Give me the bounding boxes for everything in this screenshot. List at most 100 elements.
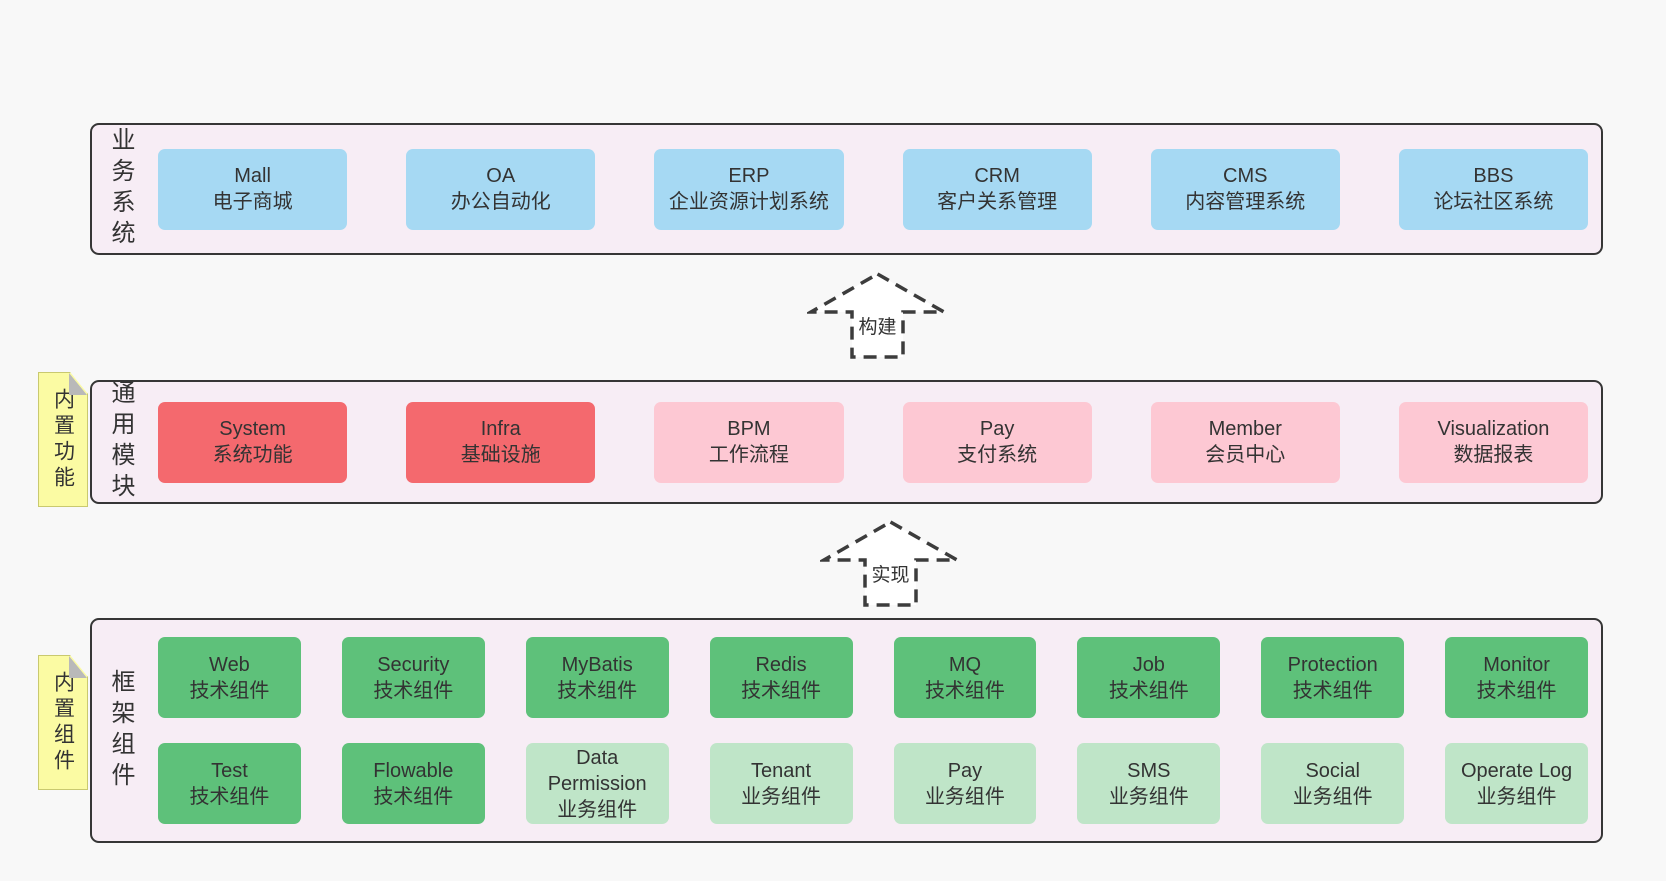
box-name: Test [211, 759, 248, 782]
box-name: MQ [948, 653, 982, 676]
box-pay: Pay 业务组件 [893, 743, 1037, 824]
box-name: Visualization [1437, 418, 1550, 440]
box-name: Pay [947, 759, 983, 782]
box-mybatis: MyBatis 技术组件 [525, 637, 669, 718]
box-monitor: Monitor 技术组件 [1445, 637, 1588, 718]
box-bbs: BBS 论坛社区系统 [1398, 148, 1589, 230]
box-mq: MQ 技术组件 [893, 637, 1037, 718]
box-pay: Pay 支付系统 [902, 401, 1092, 483]
box-bpm: BPM 工作流程 [654, 401, 844, 483]
box-desc: 业务组件 [557, 798, 638, 821]
box-name: Redis [755, 653, 807, 676]
box-desc: 技术组件 [189, 785, 270, 808]
box-protection: Protection 技术组件 [1261, 637, 1405, 718]
box-desc: 技术组件 [1292, 679, 1373, 702]
box-desc: 技术组件 [924, 679, 1005, 702]
box-desc: 技术组件 [741, 679, 822, 702]
box-desc: 内容管理系统 [1185, 191, 1306, 213]
box-name: Infra [480, 418, 521, 440]
box-name: Tenant [751, 759, 812, 782]
box-redis: Redis 技术组件 [709, 637, 853, 718]
sticky-note-builtin-components: 内置组件 [38, 655, 88, 790]
box-mall: Mall 电子商城 [158, 148, 348, 230]
layer-label-framework-components: 框架组件 [107, 668, 134, 793]
box-name: Pay [979, 418, 1015, 440]
box-desc: 业务组件 [1292, 785, 1373, 808]
box-desc: 技术组件 [557, 679, 638, 702]
box-desc: 数据报表 [1453, 444, 1534, 466]
box-member: Member 会员中心 [1150, 401, 1340, 483]
box-desc: 电子商城 [212, 191, 293, 213]
box-desc: 办公自动化 [450, 191, 551, 213]
box-name: SMS [1127, 759, 1171, 782]
layer-label-common-modules: 通用模块 [107, 380, 134, 504]
box-desc: 技术组件 [373, 785, 454, 808]
box-name: CRM [974, 165, 1020, 187]
box-name: BBS [1473, 165, 1514, 187]
sticky-note-label: 内置功能 [51, 387, 75, 492]
box-desc: 技术组件 [1108, 679, 1189, 702]
box-job: Job 技术组件 [1077, 637, 1221, 718]
sticky-note-builtin-features: 内置功能 [38, 372, 88, 507]
folded-corner-icon [69, 373, 87, 395]
box-name: Member [1208, 418, 1282, 440]
arrow-label: 实现 [868, 560, 913, 587]
box-name: Protection [1287, 653, 1378, 676]
box-visualization: Visualization 数据报表 [1398, 401, 1589, 483]
box-desc: 技术组件 [373, 679, 454, 702]
box-test: Test 技术组件 [158, 743, 301, 824]
box-name: ERP [728, 165, 770, 187]
box-name: CMS [1223, 165, 1268, 187]
box-name: Mall [234, 165, 271, 187]
box-name: Web [209, 653, 250, 676]
box-desc: 会员中心 [1205, 444, 1286, 466]
box-system: System 系统功能 [158, 401, 348, 483]
box-desc: 企业资源计划系统 [668, 191, 829, 213]
box-name: Flowable [373, 759, 454, 782]
box-desc: 业务组件 [924, 785, 1005, 808]
box-erp: ERP 企业资源计划系统 [654, 148, 844, 230]
folded-corner-icon [69, 656, 87, 678]
box-sms: SMS 业务组件 [1077, 743, 1221, 824]
box-desc: 业务组件 [1108, 785, 1189, 808]
box-row: Test 技术组件 Flowable 技术组件 Data Permission 业务组件 T… [158, 743, 1588, 824]
box-flowable: Flowable 技术组件 [341, 743, 485, 824]
box-name: Job [1132, 653, 1165, 676]
box-desc: 技术组件 [1476, 679, 1557, 702]
box-name: Data Permission [547, 746, 647, 795]
box-name: System [219, 418, 286, 440]
box-name: Monitor [1483, 653, 1550, 676]
box-data-permission: Data Permission 业务组件 [525, 743, 669, 824]
sticky-note-label: 内置组件 [51, 670, 75, 775]
box-desc: 技术组件 [189, 679, 270, 702]
box-desc: 支付系统 [957, 444, 1038, 466]
box-name: MyBatis [561, 653, 633, 676]
box-security: Security 技术组件 [341, 637, 485, 718]
arrow-label: 构建 [855, 312, 900, 339]
box-desc: 业务组件 [1476, 785, 1557, 808]
box-desc: 工作流程 [708, 444, 789, 466]
box-desc: 论坛社区系统 [1433, 191, 1554, 213]
box-operate-log: Operate Log 业务组件 [1445, 743, 1588, 824]
box-name: Security [377, 653, 450, 676]
box-desc: 业务组件 [741, 785, 822, 808]
box-name: Operate Log [1460, 759, 1573, 782]
box-cms: CMS 内容管理系统 [1150, 148, 1340, 230]
box-web: Web 技术组件 [158, 637, 301, 718]
box-name: Social [1305, 759, 1360, 782]
box-desc: 系统功能 [212, 444, 293, 466]
box-name: OA [486, 165, 516, 187]
box-oa: OA 办公自动化 [406, 148, 596, 230]
box-name: BPM [727, 418, 771, 440]
arrow-build: 构建 [807, 272, 948, 360]
